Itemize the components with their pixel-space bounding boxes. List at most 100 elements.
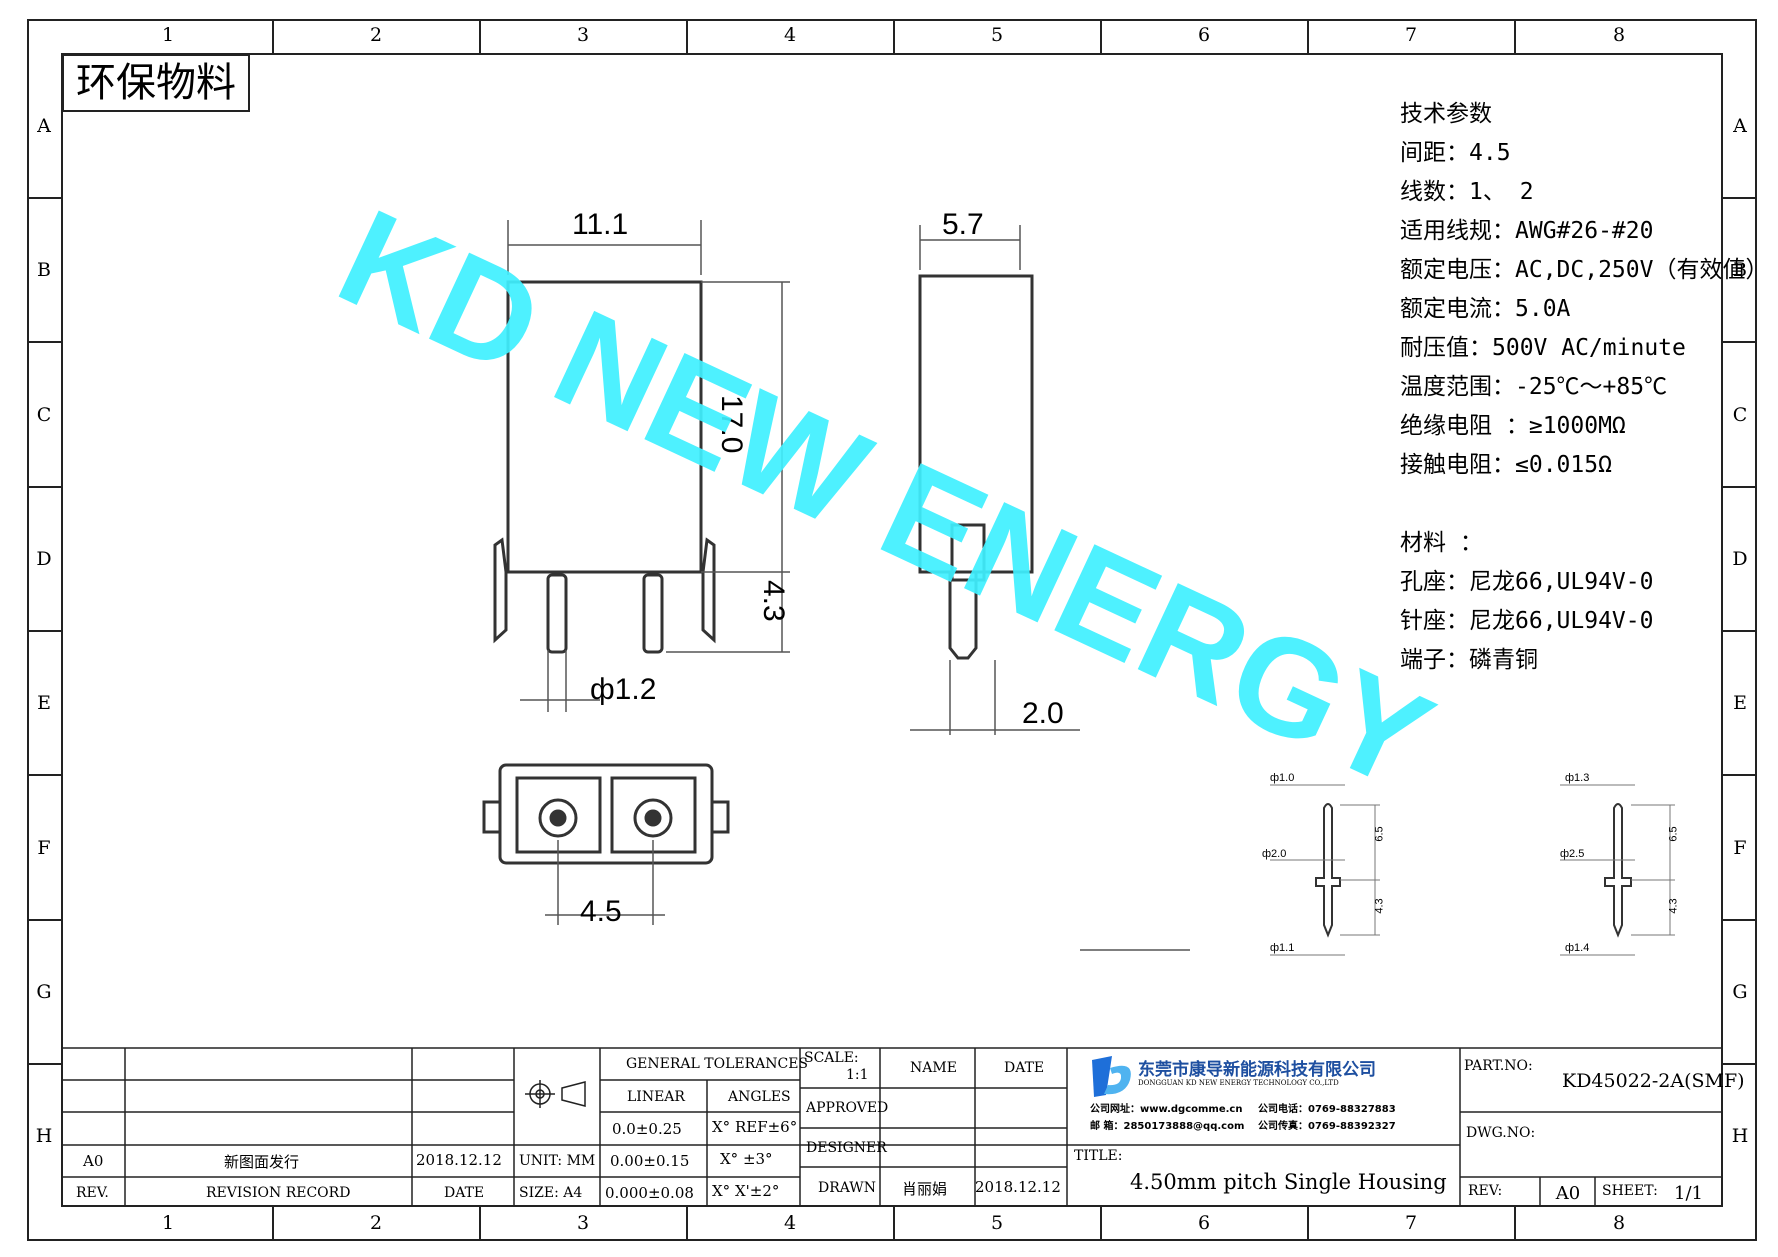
spec-line: 线数：1、 2: [1400, 179, 1534, 205]
rev-value-2: A0: [1555, 1183, 1581, 1204]
projection-symbol-icon: [525, 1080, 586, 1108]
general-tolerances-label: GENERAL TOLERANCES: [626, 1056, 809, 1072]
spec-line: 接触电阻：≤0.015Ω: [1400, 452, 1612, 478]
pin2-mid-dia: ф2.5: [1560, 848, 1585, 860]
part-no-label: PART.NO:: [1464, 1058, 1533, 1074]
material-line: 孔座：尼龙66,UL94V-0: [1400, 569, 1654, 595]
zone-row-b: B: [37, 259, 51, 281]
spec-line: 间距：4.5: [1400, 140, 1511, 166]
company-name-en: DONGGUAN KD NEW ENERGY TECHNOLOGY CO.,LT…: [1138, 1079, 1339, 1087]
zone-col-4: 4: [783, 24, 797, 46]
pin2-bot-dia: ф1.4: [1565, 942, 1590, 954]
zone-col-5-bottom: 5: [990, 1212, 1004, 1234]
linear-label: LINEAR: [627, 1089, 685, 1105]
rev-date-col-label: DATE: [444, 1185, 485, 1201]
unit-label: UNIT: MM: [519, 1153, 596, 1169]
zone-col-3: 3: [576, 24, 590, 46]
angles-label: ANGLES: [728, 1089, 791, 1105]
zone-row-h-right: H: [1731, 1125, 1749, 1147]
technical-specs: 技术参数 间距：4.5 线数：1、 2 适用线规：AWG#26-#20 额定电压…: [1400, 95, 1768, 680]
pin1-upper-len: 6.5: [1373, 826, 1386, 842]
spec-line: 额定电压：AC,DC,250V（有效值）: [1400, 257, 1769, 283]
zone-row-a-right: A: [1733, 115, 1747, 137]
specs-heading: 技术参数: [1400, 101, 1492, 127]
bottom-view: [482, 763, 730, 865]
rev-col-label: REV.: [76, 1185, 109, 1201]
pin1-mid-dia: ф2.0: [1262, 848, 1287, 860]
zone-row-d-right: D: [1732, 548, 1748, 570]
date-header: DATE: [1004, 1060, 1045, 1076]
dim-pitch: 4.5: [580, 895, 622, 928]
zone-row-d: D: [36, 548, 52, 570]
pin1-top-dia: ф1.0: [1270, 772, 1295, 784]
sheet-label: SHEET:: [1602, 1183, 1658, 1199]
dim-pin-diameter: ф1.2: [590, 673, 657, 706]
dim-pin-length: 4.3: [757, 580, 790, 622]
zone-row-c-right: C: [1732, 404, 1748, 426]
drawing-title: 4.50mm pitch Single Housing: [1130, 1170, 1447, 1194]
zone-row-h: H: [35, 1125, 53, 1147]
zone-col-5: 5: [990, 24, 1004, 46]
scale-label: SCALE:: [804, 1050, 859, 1066]
spec-line: 温度范围：-25℃～+85℃: [1400, 374, 1668, 400]
part-no-value: KD45022-2A(SMF): [1562, 1070, 1745, 1092]
zone-col-2-bottom: 2: [369, 1212, 383, 1234]
zone-col-2: 2: [369, 24, 383, 46]
sheet-value: 1/1: [1674, 1183, 1703, 1204]
dim-side-width: 5.7: [942, 208, 984, 241]
company-tel: 公司电话：0769-88327883: [1258, 1104, 1396, 1115]
linear-tol-3: 0.000±0.08: [605, 1184, 694, 1202]
zone-col-1: 1: [161, 24, 175, 46]
zone-col-4-bottom: 4: [783, 1212, 797, 1234]
side-view: [918, 274, 1034, 660]
size-label: SIZE: A4: [519, 1185, 583, 1201]
materials-heading: 材料 ：: [1400, 530, 1483, 556]
dwg-no-label: DWG.NO:: [1466, 1125, 1536, 1141]
pin-1-drawing: [1315, 803, 1341, 938]
zone-col-6: 6: [1197, 24, 1211, 46]
dim-side-pin: 2.0: [1022, 697, 1064, 730]
title-block-grid: [61, 1047, 1723, 1207]
rev-date: 2018.12.12: [416, 1151, 502, 1169]
zone-col-3-bottom: 3: [576, 1212, 590, 1234]
angle-tol-2: X° ±3°: [720, 1150, 773, 1168]
pin-2-drawing: [1604, 803, 1632, 938]
linear-tol-2: 0.00±0.15: [610, 1152, 690, 1170]
rev-description: 新图面发行: [224, 1153, 300, 1171]
company-fax: 公司传真：0769-88392327: [1258, 1121, 1396, 1132]
pin2-lower-len: 4.3: [1667, 898, 1680, 914]
zone-row-e: E: [37, 692, 51, 714]
scale-value: 1:1: [846, 1067, 869, 1083]
company-web: 公司网址：www.dgcomme.cn: [1090, 1104, 1243, 1115]
spec-line: 额定电流：5.0A: [1400, 296, 1571, 322]
drawn-name: 肖丽娟: [902, 1180, 948, 1198]
zone-row-g: G: [36, 981, 52, 1003]
zone-col-6-bottom: 6: [1197, 1212, 1211, 1234]
zone-col-8: 8: [1612, 24, 1626, 46]
approved-label: APPROVED: [806, 1100, 889, 1116]
pin2-upper-len: 6.5: [1667, 826, 1680, 842]
material-line: 端子：磷青铜: [1400, 647, 1538, 673]
zone-row-e-right: E: [1733, 692, 1747, 714]
eco-material-stamp: 环保物料: [62, 54, 250, 112]
material-line: 针座：尼龙66,UL94V-0: [1400, 608, 1654, 634]
zone-col-8-bottom: 8: [1612, 1212, 1626, 1234]
designer-label: DESIGNER: [806, 1140, 887, 1156]
pin2-top-dia: ф1.3: [1565, 772, 1590, 784]
zone-row-b-right: B: [1733, 259, 1747, 281]
title-label: TITLE:: [1074, 1148, 1123, 1164]
rev-value: A0: [83, 1152, 104, 1170]
zone-row-c: C: [36, 404, 52, 426]
drawn-label: DRAWN: [818, 1180, 876, 1196]
zone-row-f: F: [37, 837, 51, 859]
rev-label: REV:: [1468, 1183, 1503, 1199]
linear-tol-1: 0.0±0.25: [612, 1120, 682, 1138]
revision-record-label: REVISION RECORD: [206, 1185, 351, 1201]
pin1-bot-dia: ф1.1: [1270, 942, 1295, 954]
zone-row-g-right: G: [1732, 981, 1748, 1003]
spec-line: 绝缘电阻 ：≥1000MΩ: [1400, 413, 1626, 439]
drawing-frame-inner: [61, 53, 1723, 1207]
front-view: [493, 280, 716, 654]
company-logo-icon: [1092, 1056, 1131, 1097]
